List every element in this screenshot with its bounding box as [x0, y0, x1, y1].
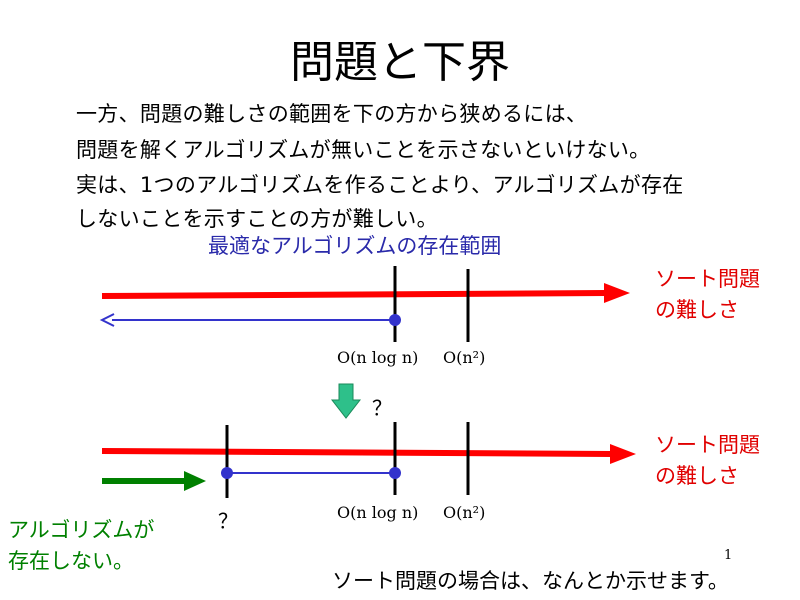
page-number: 1: [724, 548, 733, 563]
paragraph-line-3: 実は、1つのアルゴリズムを作ることより、アルゴリズムが存在: [76, 173, 684, 197]
bottom-question-mark: ？: [218, 509, 238, 533]
bottom-range-dot-right: [389, 467, 401, 479]
no-algorithm-label-line-2: 存在しない。: [8, 549, 134, 573]
top-range-dot: [389, 314, 401, 326]
top-tick-label-nlogn: O(n log n): [337, 348, 419, 367]
top-right-label-line-2: の難しさ: [655, 298, 739, 322]
no-algorithm-label-line-1: アルゴリズムが: [8, 518, 155, 542]
slide-title: 問題と下界: [290, 37, 510, 88]
bottom-difficulty-axis: [101, 448, 613, 457]
bottom-right-label-line-2: の難しさ: [655, 464, 739, 488]
bottom-right-label-line-1: ソート問題: [655, 433, 760, 457]
top-tick-label-n2: O(n²): [443, 348, 486, 367]
footer-note: ソート問題の場合は、なんとか示せます。: [332, 569, 729, 593]
top-difficulty-axis: [101, 290, 607, 299]
transition-question-mark: ？: [372, 396, 392, 420]
top-range-arrowhead: [99, 313, 115, 327]
paragraph-line-1: 一方、問題の難しさの範囲を下の方から狭めるには、: [76, 102, 588, 126]
paragraph-line-4: しないことを示すことの方が難しい。: [76, 207, 438, 231]
bottom-axis-arrowhead: [610, 444, 636, 464]
bottom-tick-label-nlogn: O(n log n): [337, 503, 419, 522]
bottom-range-dot-left: [221, 467, 233, 479]
bottom-tick-label-n2: O(n²): [443, 503, 486, 522]
optimal-range-caption: 最適なアルゴリズムの存在範囲: [208, 234, 502, 258]
down-arrow-icon: [330, 383, 362, 419]
top-axis-arrowhead: [604, 283, 630, 303]
green-arrowhead: [184, 471, 206, 491]
top-right-label-line-1: ソート問題: [655, 267, 760, 291]
paragraph-line-2: 問題を解くアルゴリズムが無いことを示さないといけない。: [76, 138, 651, 162]
